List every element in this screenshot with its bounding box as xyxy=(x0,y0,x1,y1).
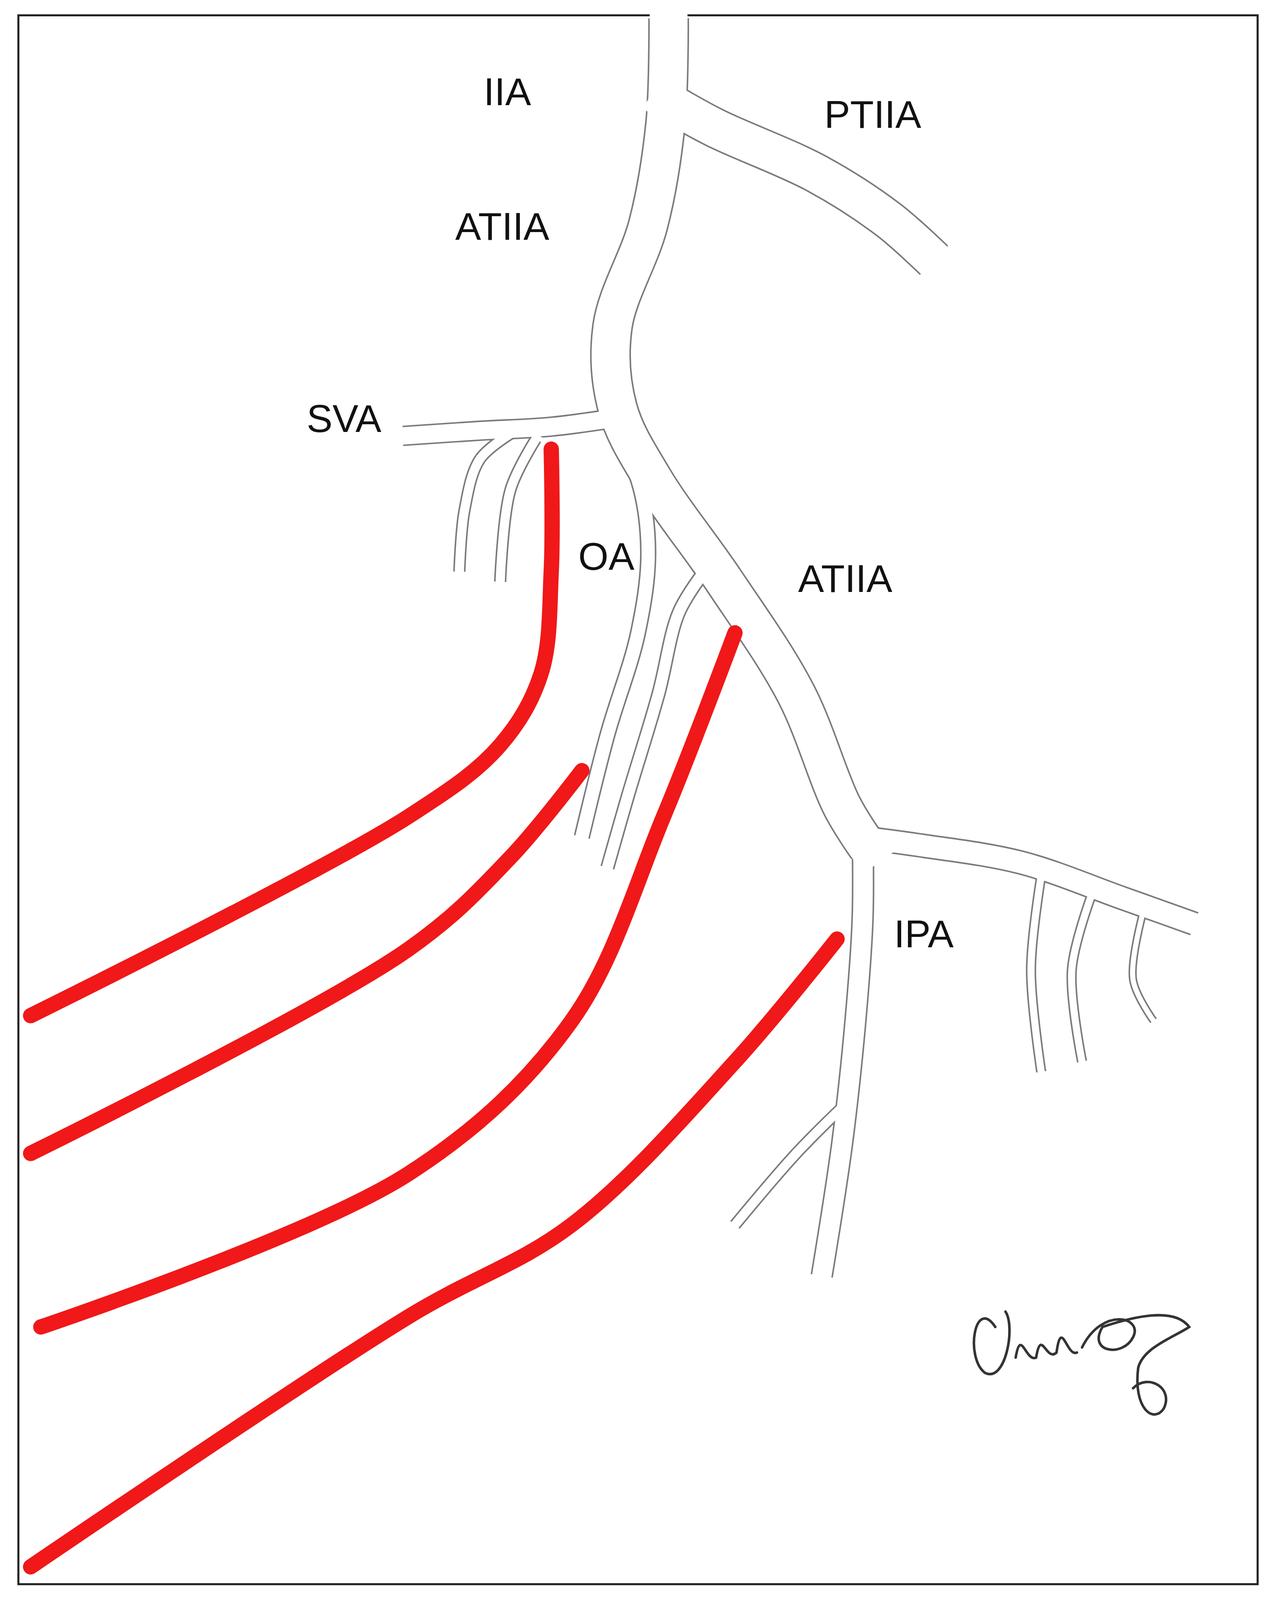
vessel-outline xyxy=(1132,911,1154,1021)
artery-label: IPA xyxy=(893,914,954,954)
vessel-lumen xyxy=(1132,911,1154,1021)
artery-label: SVA xyxy=(306,399,382,439)
red-lines xyxy=(30,449,838,1568)
artery-label: PTIIA xyxy=(824,94,922,134)
vessel-lumen xyxy=(499,438,536,582)
red-line xyxy=(30,449,553,1016)
frame xyxy=(18,15,1258,1585)
vessel-lumen xyxy=(1071,893,1093,1063)
signature xyxy=(974,1311,1190,1415)
vessel-lumen xyxy=(1031,875,1042,1072)
artery-label: ATIIA xyxy=(455,207,550,247)
vessel-outline xyxy=(1031,875,1042,1072)
artery-label: ATIIA xyxy=(798,559,893,599)
vessel-outline xyxy=(821,831,864,1276)
vessel-lumen xyxy=(821,831,864,1276)
red-line xyxy=(30,939,838,1568)
vessel-outline xyxy=(1071,893,1093,1063)
vessel-lumen xyxy=(734,1102,848,1225)
artery-label: OA xyxy=(578,537,635,577)
red-line xyxy=(40,632,735,1327)
artery-label: IIA xyxy=(483,72,532,112)
vessel-outline xyxy=(499,438,536,582)
